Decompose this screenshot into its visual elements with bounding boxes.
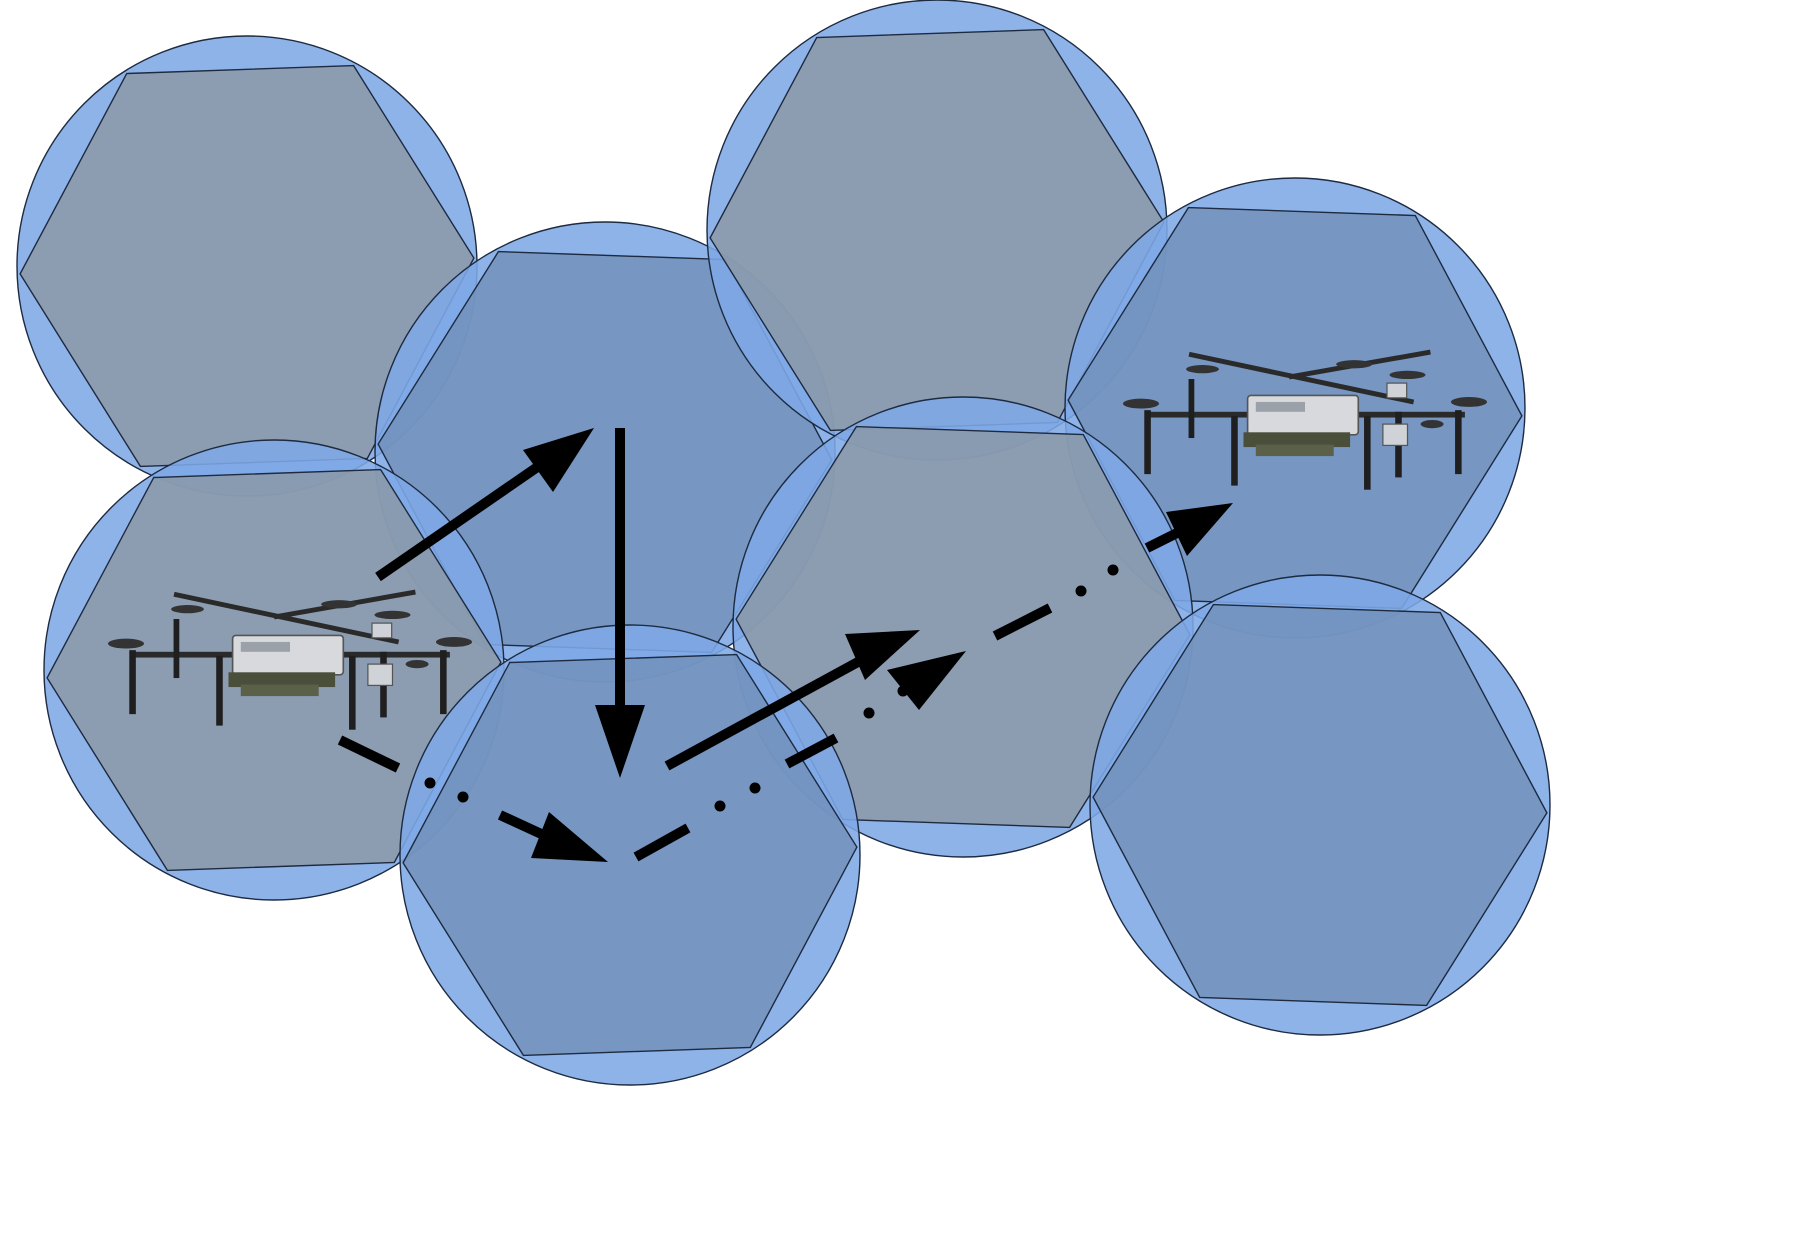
solid-arrowhead-1 <box>523 428 594 492</box>
solid-arrow-segment-1 <box>375 443 568 582</box>
dashdot-segment-4 <box>784 733 839 769</box>
dashdot-dot <box>424 777 436 789</box>
solid-arrowhead-2 <box>595 705 645 778</box>
cell-2-coverage <box>374 221 836 683</box>
hexagon-cell <box>402 653 858 1057</box>
dashdot-segment-1 <box>337 735 401 773</box>
cell-8-coverage <box>1089 574 1551 1036</box>
cell-1-coverage <box>16 35 478 497</box>
hexagon-cell <box>19 64 475 468</box>
dashdot-dot <box>1107 564 1119 576</box>
cell-3-coverage <box>706 0 1168 461</box>
dashdot-dot <box>1075 585 1087 597</box>
dashdot-dot <box>749 782 761 794</box>
dashdot-arrowhead-2 <box>887 651 966 710</box>
dashdot-dot <box>457 791 469 803</box>
hexagon-cell <box>1092 603 1548 1007</box>
solid-arrow-segment-3 <box>664 645 883 771</box>
dashdot-arrowhead-3 <box>1166 503 1233 556</box>
cell-7-coverage <box>399 624 861 1086</box>
dashdot-segment-5 <box>992 603 1053 641</box>
dashdot-dot <box>714 800 726 812</box>
dashdot-arrowhead-1 <box>531 812 608 862</box>
solid-arrowhead-3 <box>845 630 920 680</box>
dashdot-dot <box>863 707 875 719</box>
hexagon-cell <box>735 425 1191 829</box>
dashdot-segment-3 <box>633 823 691 862</box>
cell-6-coverage <box>732 396 1194 858</box>
